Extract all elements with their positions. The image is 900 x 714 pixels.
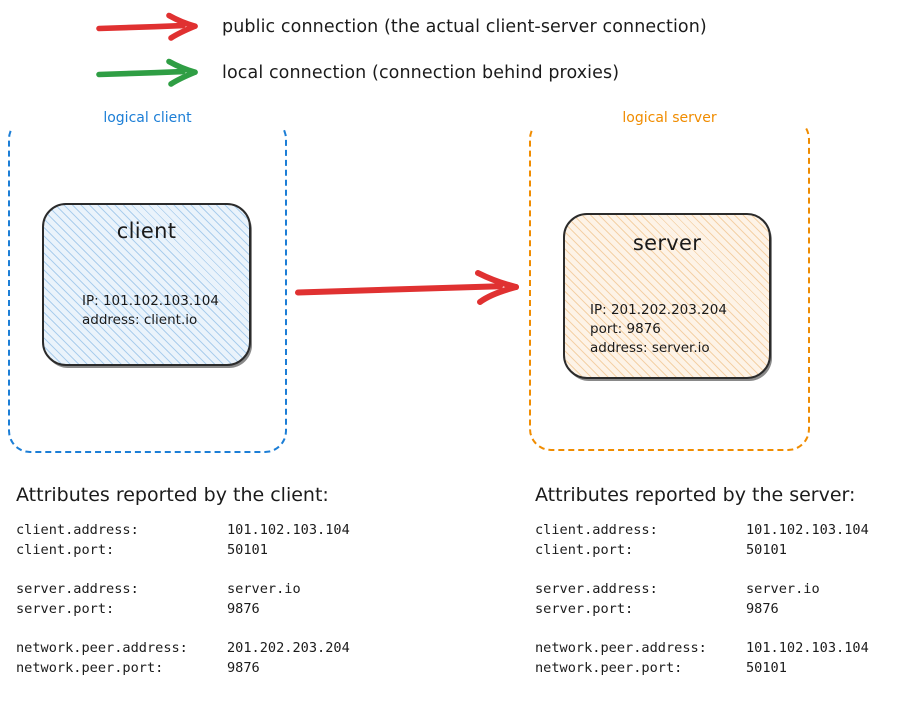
attribute-row: client.address: 101.102.103.104 — [535, 520, 900, 540]
attribute-key: network.peer.port: — [535, 660, 683, 676]
logical-client-container: logical client — [8, 108, 287, 453]
client-node-title: client — [116, 219, 177, 243]
attribute-value: 9876 — [227, 601, 260, 617]
server-node-title: server — [632, 231, 702, 255]
attribute-value: 101.102.103.104 — [227, 522, 350, 538]
client-attributes-panel: Attributes reported by the client: clien… — [16, 484, 436, 678]
attribute-row: server.address: server.io — [16, 579, 436, 599]
attribute-group: server.address: server.io server.port: 9876 — [16, 579, 436, 619]
client-attributes-groups: client.address: 101.102.103.104 client.por… — [16, 520, 436, 678]
server-node: server IP: 201.202.203.204 port: 9876 ad… — [563, 213, 771, 379]
attribute-row: server.port: 9876 — [535, 599, 900, 619]
server-node-address-line: address: server.io — [590, 340, 710, 356]
attribute-row: client.address: 101.102.103.104 — [16, 520, 436, 540]
attribute-key: client.address: — [535, 522, 658, 538]
attribute-row: server.port: 9876 — [16, 599, 436, 619]
attribute-row: server.address: server.io — [535, 579, 900, 599]
attribute-key: network.peer.address: — [16, 640, 188, 656]
attribute-key: network.peer.address: — [535, 640, 707, 656]
red-right-arrow-icon — [95, 12, 205, 42]
attribute-row: client.port: 50101 — [16, 540, 436, 560]
attribute-row: network.peer.port: 50101 — [535, 658, 900, 678]
attribute-key: server.address: — [16, 581, 139, 597]
attribute-value: 101.102.103.104 — [746, 522, 869, 538]
green-right-arrow-icon — [95, 58, 205, 88]
attribute-value: 50101 — [746, 660, 787, 676]
legend-label-local-connection: local connection (connection behind prox… — [222, 63, 620, 83]
attribute-key: server.port: — [16, 601, 115, 617]
server-attributes-groups: client.address: 101.102.103.104 client.por… — [535, 520, 900, 678]
server-attributes-heading: Attributes reported by the server: — [535, 484, 856, 506]
attribute-value: 101.102.103.104 — [746, 640, 869, 656]
public-connection-arrow — [292, 268, 528, 310]
attribute-value: 50101 — [227, 542, 268, 558]
server-node-ip-line: IP: 201.202.203.204 — [590, 302, 727, 318]
logical-server-container: logical server — [529, 108, 810, 451]
attribute-value: server.io — [227, 581, 301, 597]
attribute-group: client.address: 101.102.103.104 client.por… — [535, 520, 900, 560]
attribute-key: client.address: — [16, 522, 139, 538]
attribute-value: server.io — [746, 581, 820, 597]
attribute-row: network.peer.address: 201.202.203.204 — [16, 638, 436, 658]
server-node-details: IP: 201.202.203.204 port: 9876 address: … — [590, 301, 727, 358]
attribute-row: network.peer.address: 101.102.103.104 — [535, 638, 900, 658]
legend-item-public-connection: public connection (the actual client-ser… — [95, 12, 707, 42]
client-node: client IP: 101.102.103.104 address: clie… — [42, 203, 251, 366]
attribute-key: client.port: — [16, 542, 115, 558]
client-attributes-heading: Attributes reported by the client: — [16, 484, 329, 506]
attribute-key: server.port: — [535, 601, 634, 617]
attribute-key: server.address: — [535, 581, 658, 597]
attribute-value: 201.202.203.204 — [227, 640, 350, 656]
client-node-details: IP: 101.102.103.104 address: client.io — [82, 292, 219, 330]
logical-client-label: logical client — [10, 108, 285, 128]
attribute-row: network.peer.port: 9876 — [16, 658, 436, 678]
client-node-address-line: address: client.io — [82, 312, 198, 328]
logical-server-label: logical server — [531, 108, 808, 128]
server-node-port-line: port: 9876 — [590, 321, 661, 337]
attribute-group: server.address: server.io server.port: 9876 — [535, 579, 900, 619]
legend-item-local-connection: local connection (connection behind prox… — [95, 58, 619, 88]
server-attributes-panel: Attributes reported by the server: clien… — [535, 484, 900, 678]
attribute-group: client.address: 101.102.103.104 client.por… — [16, 520, 436, 560]
attribute-row: client.port: 50101 — [535, 540, 900, 560]
attribute-value: 9876 — [227, 660, 260, 676]
client-node-ip-line: IP: 101.102.103.104 — [82, 293, 219, 309]
attribute-key: network.peer.port: — [16, 660, 164, 676]
attribute-value: 50101 — [746, 542, 787, 558]
legend-label-public-connection: public connection (the actual client-ser… — [222, 17, 707, 37]
attribute-key: client.port: — [535, 542, 634, 558]
attribute-value: 9876 — [746, 601, 779, 617]
